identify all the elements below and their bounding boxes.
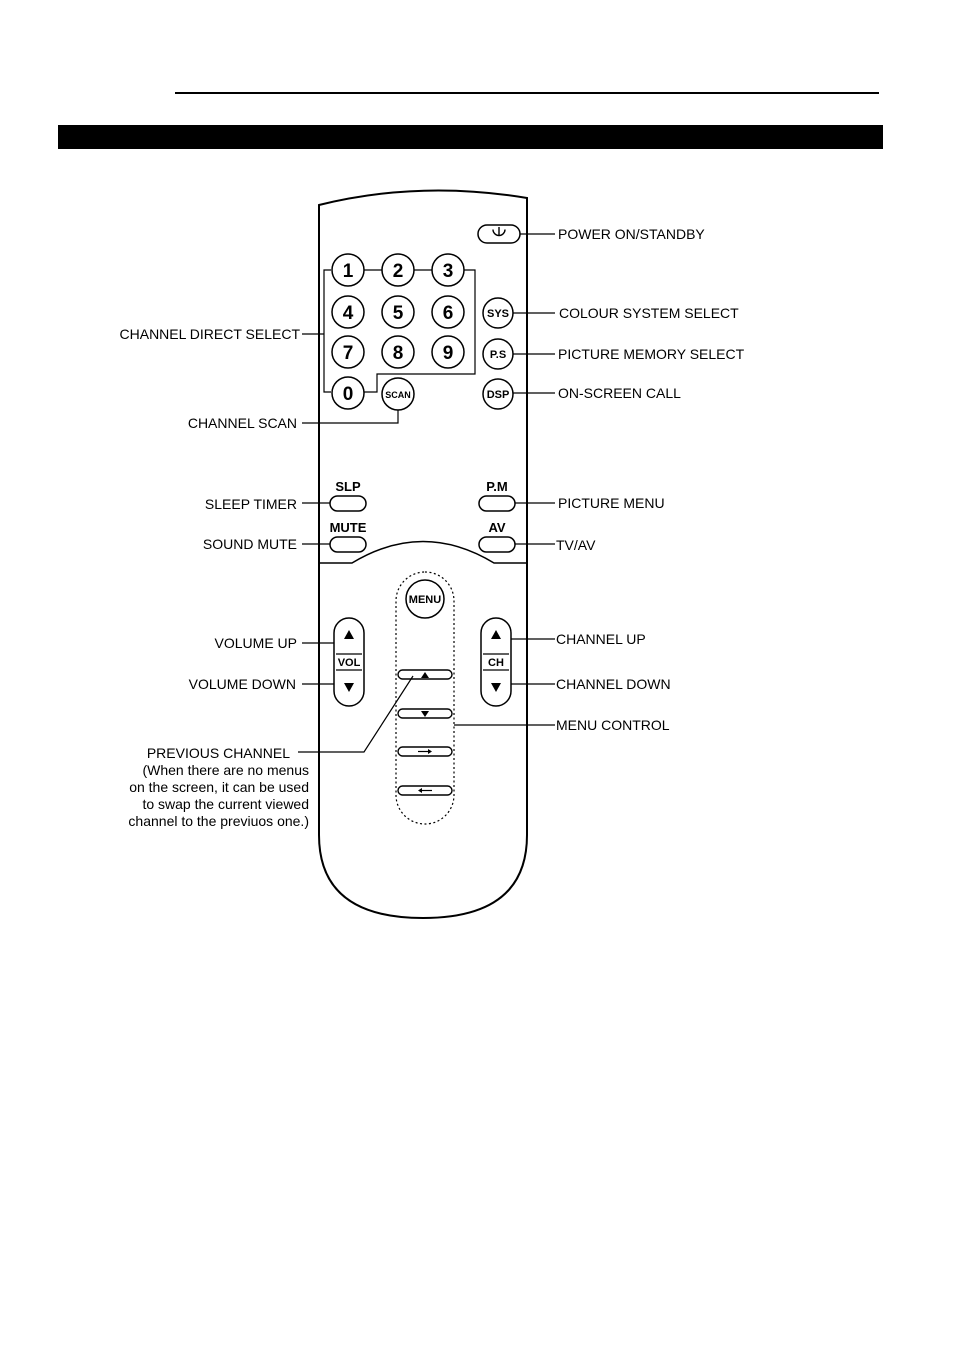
- section-title-band: [58, 125, 883, 149]
- callout-previous-channel: PREVIOUS CHANNEL: [147, 745, 290, 761]
- up-arrow-icon: [421, 672, 429, 678]
- menu-button[interactable]: MENU: [405, 579, 445, 619]
- callout-channel-scan: CHANNEL SCAN: [188, 415, 297, 431]
- callout-picture-memory: PICTURE MEMORY SELECT: [558, 346, 745, 362]
- av-button[interactable]: [478, 536, 516, 553]
- digit-button-1[interactable]: 1: [331, 253, 365, 287]
- digit-label: 8: [393, 343, 404, 364]
- remote-lower-divider: [319, 540, 527, 564]
- ps-button[interactable]: P.S: [482, 338, 514, 370]
- sys-button[interactable]: SYS: [482, 297, 514, 329]
- callout-channel-direct: CHANNEL DIRECT SELECT: [120, 326, 301, 342]
- menu-left-button[interactable]: [397, 785, 453, 796]
- previous-channel-note-line: channel to the previuos one.): [128, 813, 309, 829]
- callout-tv-av: TV/AV: [556, 537, 596, 553]
- callout-colour-system: COLOUR SYSTEM SELECT: [559, 305, 739, 321]
- digit-label: 9: [443, 343, 454, 364]
- scan-label: SCAN: [385, 390, 411, 400]
- callout-on-screen: ON-SCREEN CALL: [558, 385, 681, 401]
- callout-sleep-timer: SLEEP TIMER: [205, 496, 297, 512]
- callout-volume-up: VOLUME UP: [215, 635, 297, 651]
- pm-button[interactable]: [478, 495, 516, 512]
- digit-label: 6: [443, 303, 454, 324]
- digit-label: 2: [393, 261, 404, 282]
- ps-label: P.S: [490, 349, 506, 361]
- callout-sound-mute: SOUND MUTE: [203, 536, 297, 552]
- previous-channel-note-line: (When there are no menus: [142, 762, 309, 778]
- ch-label: CH: [488, 657, 504, 669]
- digit-button-4[interactable]: 4: [331, 295, 365, 329]
- menu-control-region: [395, 571, 455, 825]
- digit-button-3[interactable]: 3: [431, 253, 465, 287]
- previous-channel-note-line: to swap the current viewed: [142, 796, 309, 812]
- slp-label: SLP: [335, 479, 361, 494]
- pm-label: P.M: [486, 479, 507, 494]
- digit-button-2[interactable]: 2: [381, 253, 415, 287]
- callout-channel-down: CHANNEL DOWN: [556, 676, 671, 692]
- digit-label: 7: [343, 343, 354, 364]
- digit-button-9[interactable]: 9: [431, 335, 465, 369]
- dsp-button[interactable]: DSP: [482, 378, 514, 410]
- channel-rocker[interactable]: CH: [480, 617, 512, 707]
- header-rule: [175, 92, 879, 94]
- av-label: AV: [488, 520, 505, 535]
- callout-menu-control: MENU CONTROL: [556, 717, 670, 733]
- channel-down-arrow-icon: [491, 683, 501, 692]
- digit-button-0[interactable]: 0: [331, 376, 365, 410]
- menu-up-button[interactable]: [397, 669, 453, 680]
- volume-up-arrow-icon: [344, 630, 354, 639]
- dsp-label: DSP: [487, 389, 510, 401]
- leader-lines: [298, 233, 555, 753]
- callout-picture-menu: PICTURE MENU: [558, 495, 665, 511]
- callout-power: POWER ON/STANDBY: [558, 226, 705, 242]
- down-arrow-icon: [421, 711, 429, 717]
- right-arrow-icon: [418, 749, 432, 754]
- scan-button[interactable]: SCAN: [381, 377, 415, 411]
- menu-down-button[interactable]: [397, 708, 453, 719]
- callout-channel-up: CHANNEL UP: [556, 631, 646, 647]
- menu-label: MENU: [409, 594, 441, 606]
- digit-label: 4: [343, 303, 354, 324]
- digit-button-5[interactable]: 5: [381, 295, 415, 329]
- digit-label: 1: [343, 261, 354, 282]
- mute-label: MUTE: [330, 520, 367, 535]
- sys-label: SYS: [487, 308, 509, 320]
- menu-right-button[interactable]: [397, 746, 453, 757]
- slp-button[interactable]: [329, 495, 367, 512]
- vol-label: VOL: [338, 657, 361, 669]
- callout-volume-down: VOLUME DOWN: [189, 676, 296, 692]
- digit-button-6[interactable]: 6: [431, 295, 465, 329]
- digit-label: 3: [443, 261, 454, 282]
- power-icon: [492, 227, 506, 237]
- digit-button-7[interactable]: 7: [331, 335, 365, 369]
- previous-channel-note-line: on the screen, it can be used: [129, 779, 309, 795]
- digit-label: 5: [393, 303, 404, 324]
- volume-rocker[interactable]: VOL: [333, 617, 365, 707]
- mute-button[interactable]: [329, 536, 367, 553]
- digit-bracket: [323, 269, 476, 393]
- volume-down-arrow-icon: [344, 683, 354, 692]
- digit-label: 0: [343, 384, 354, 405]
- channel-up-arrow-icon: [491, 630, 501, 639]
- left-arrow-icon: [418, 788, 432, 793]
- power-button[interactable]: [477, 224, 521, 244]
- digit-button-8[interactable]: 8: [381, 335, 415, 369]
